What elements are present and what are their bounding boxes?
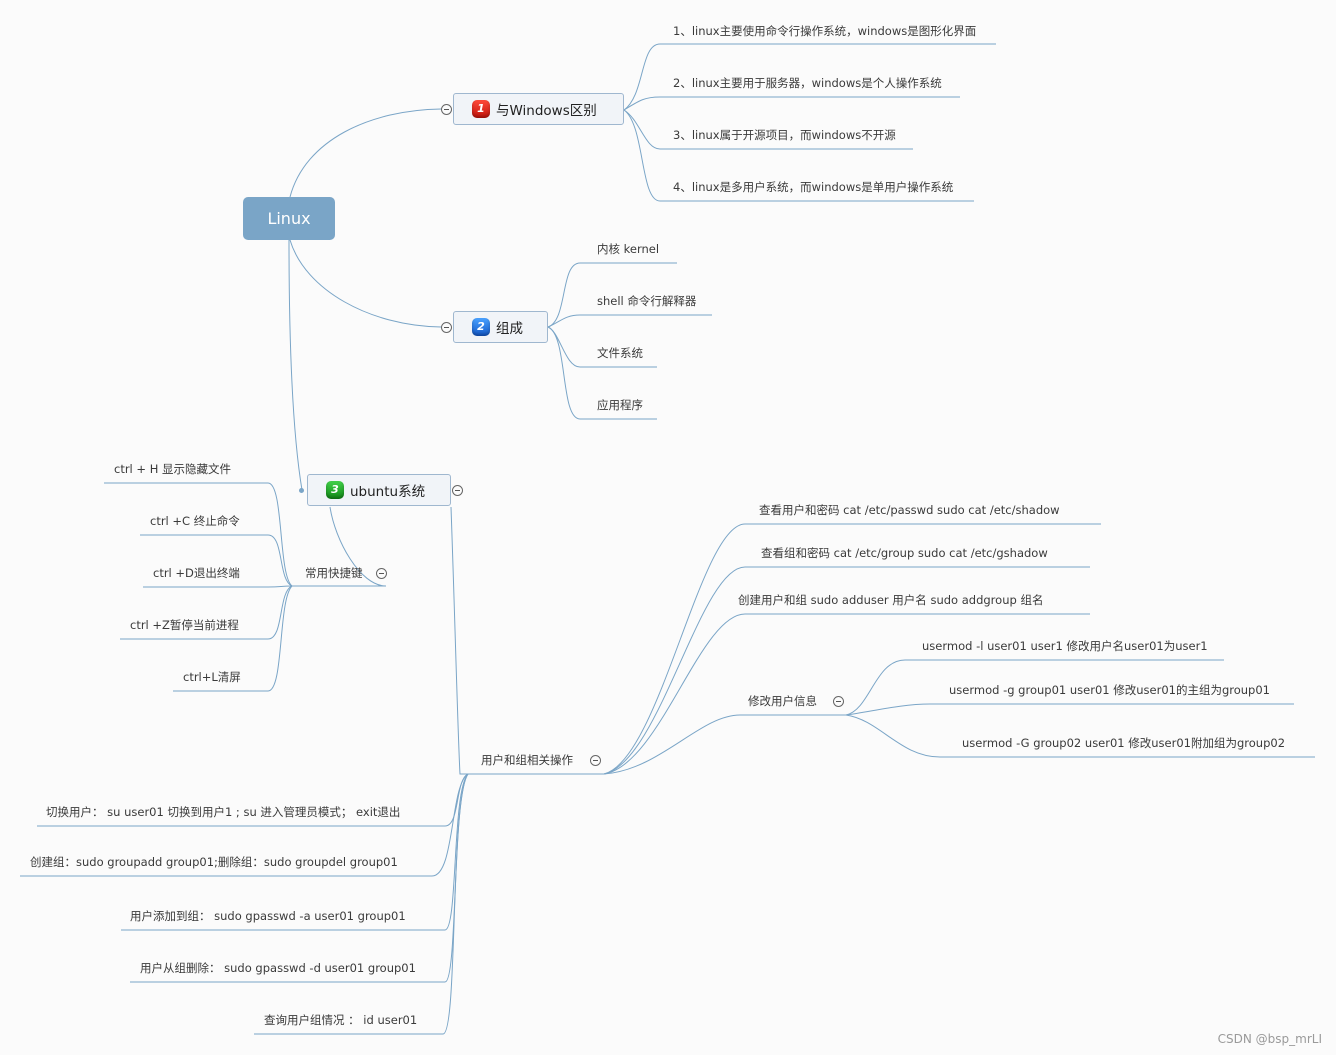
windows-item[interactable]: 2、linux主要用于服务器，windows是个人操作系统 — [673, 76, 942, 90]
modify-item[interactable]: usermod -G group02 user01 修改user01附加组为gr… — [962, 736, 1286, 750]
topic-windows-diff[interactable]: 1 与Windows区别 — [453, 93, 624, 125]
shortcut-item[interactable]: ctrl + H 显示隐藏文件 — [114, 462, 232, 476]
shortcut-item[interactable]: ctrl +C 终止命令 — [150, 514, 240, 528]
collapse-icon[interactable] — [452, 485, 463, 496]
watermark: CSDN @bsp_mrLI — [1217, 1032, 1322, 1046]
topic-windows-diff-label: 与Windows区别 — [496, 103, 597, 119]
shortcut-item[interactable]: ctrl +Z暂停当前进程 — [130, 618, 239, 632]
subtopic-shortcuts[interactable]: 常用快捷键 — [305, 566, 363, 580]
windows-item[interactable]: 4、linux是多用户系统，而windows是单用户操作系统 — [673, 180, 954, 194]
composition-item[interactable]: shell 命令行解释器 — [597, 294, 697, 308]
composition-item[interactable]: 文件系统 — [597, 346, 643, 360]
subtopic-users-groups[interactable]: 用户和组相关操作 — [481, 753, 573, 767]
composition-item[interactable]: 应用程序 — [597, 398, 643, 412]
shortcut-item[interactable]: ctrl+L清屏 — [183, 670, 241, 684]
root-node[interactable]: Linux — [243, 197, 335, 240]
users-left-item[interactable]: 切换用户： su user01 切换到用户1 ; su 进入管理员模式； exi… — [46, 805, 401, 819]
users-item[interactable]: 创建用户和组 sudo adduser 用户名 sudo addgroup 组名 — [738, 593, 1044, 607]
collapse-icon[interactable] — [590, 755, 601, 766]
subtopic-modify-user[interactable]: 修改用户信息 — [748, 694, 817, 708]
users-left-item[interactable]: 用户添加到组： sudo gpasswd -a user01 group01 — [130, 909, 406, 923]
composition-item[interactable]: 内核 kernel — [597, 242, 660, 256]
collapse-icon[interactable] — [376, 568, 387, 579]
topic-composition-label: 组成 — [496, 321, 523, 337]
topic-ubuntu-label: ubuntu系统 — [350, 484, 426, 500]
collapse-icon[interactable] — [441, 322, 452, 333]
modify-item[interactable]: usermod -g group01 user01 修改user01的主组为gr… — [949, 683, 1270, 697]
windows-item[interactable]: 3、linux属于开源项目，而windows不开源 — [673, 128, 896, 142]
users-item[interactable]: 查看用户和密码 cat /etc/passwd sudo cat /etc/sh… — [759, 503, 1060, 517]
users-left-item[interactable]: 创建组：sudo groupadd group01;删除组：sudo group… — [30, 855, 398, 869]
root-label: Linux — [267, 209, 311, 228]
collapse-icon[interactable] — [441, 104, 452, 115]
priority-1-icon: 1 — [472, 100, 490, 118]
users-item[interactable]: 查看组和密码 cat /etc/group sudo cat /etc/gsha… — [761, 546, 1048, 560]
line-root-composition — [289, 239, 442, 328]
line-root-ubuntu — [288, 239, 303, 491]
windows-item[interactable]: 1、linux主要使用命令行操作系统，windows是图形化界面 — [673, 24, 977, 38]
modify-item[interactable]: usermod -l user01 user1 修改用户名user01为user… — [922, 639, 1208, 653]
topic-ubuntu[interactable]: 3 ubuntu系统 — [307, 474, 451, 506]
users-left-item[interactable]: 用户从组删除： sudo gpasswd -d user01 group01 — [140, 961, 416, 975]
connector-dot — [299, 488, 304, 493]
shortcut-item[interactable]: ctrl +D退出终端 — [153, 566, 240, 580]
topic-composition[interactable]: 2 组成 — [453, 311, 548, 343]
users-left-item[interactable]: 查询用户组情况 ： id user01 — [264, 1013, 418, 1027]
priority-2-icon: 2 — [472, 318, 490, 336]
collapse-icon[interactable] — [833, 696, 844, 707]
priority-3-icon: 3 — [326, 481, 344, 499]
line-root-windows — [289, 108, 442, 198]
